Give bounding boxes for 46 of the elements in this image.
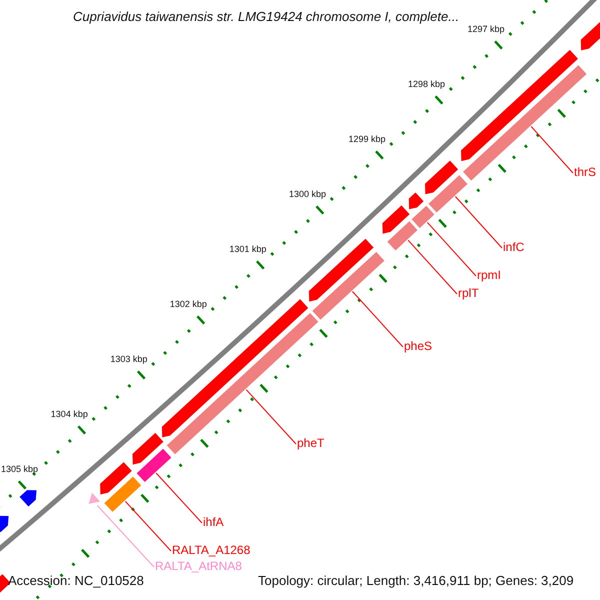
gene-feature [308, 238, 374, 302]
gene-label: rplT [458, 286, 479, 300]
cds-bar [136, 448, 172, 482]
gene-feature [408, 192, 424, 210]
gene-feature [425, 160, 458, 194]
gene-feature [132, 432, 164, 465]
cds-bar [387, 221, 418, 250]
leader-line [246, 389, 296, 444]
scale-label: 1300 kbp [288, 188, 326, 201]
gene-feature [162, 299, 308, 438]
cds-bar [312, 252, 384, 320]
trna-marker [88, 492, 100, 504]
scale-label: 1305 kbp [1, 462, 38, 476]
cds-bar [428, 175, 468, 212]
leader-line [530, 126, 574, 174]
leader-line [352, 291, 404, 348]
statistics-label: Topology: circular; Length: 3,416,911 bp; Genes: 3,209 [258, 574, 574, 588]
leader-line [426, 222, 476, 276]
gene-label: pheT [297, 436, 324, 450]
scale-label: 1299 kbp [348, 132, 386, 146]
scale-label: 1298 kbp [408, 78, 446, 91]
scale-label: 1297 kbp [468, 22, 505, 36]
scale-label: 1302 kbp [170, 298, 207, 311]
leader-line [408, 240, 458, 294]
gene-label: RALTA_A1268 [172, 543, 250, 557]
gene-label: rpmI [477, 268, 501, 282]
gene-label: infC [503, 240, 524, 254]
accession-label: Accession: NC_010528 [8, 574, 144, 588]
scale-label: 1301 kbp [229, 242, 266, 256]
leader-line [124, 500, 172, 552]
cds-bar [412, 206, 434, 228]
gene-label: ihfA [203, 515, 224, 529]
cds-bar [104, 476, 142, 512]
scale-label: 1304 kbp [50, 408, 88, 421]
scale-label: 1303 kbp [110, 352, 148, 366]
gene-feature [0, 516, 9, 532]
leader-line [454, 196, 502, 248]
leader-line [96, 505, 154, 568]
gene-feature [382, 205, 410, 234]
gene-label: RALTA_AtRNA8 [155, 559, 242, 573]
title: Cupriavidus taiwanensis str. LMG19424 chromosome I, complete... [73, 10, 460, 24]
gene-label: pheS [404, 339, 432, 353]
gene-feature [100, 462, 132, 494]
gene-feature [461, 50, 578, 162]
gene-feature [20, 490, 36, 506]
gene-label: thrS [574, 165, 596, 179]
